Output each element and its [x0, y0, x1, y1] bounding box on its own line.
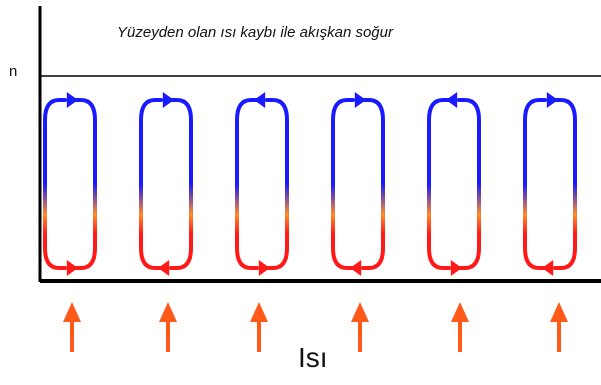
convection-cell-5-left-stream	[427, 98, 451, 270]
convection-cell-3-left-stream	[235, 98, 259, 270]
convection-cells	[43, 92, 577, 276]
heat-arrow-1	[63, 302, 81, 352]
convection-cell-1-right-stream	[73, 98, 97, 270]
convection-cell-1	[43, 92, 97, 276]
convection-cell-3-lower-arrow-icon	[258, 260, 270, 276]
convection-cell-3-upper-arrow-icon	[254, 92, 266, 108]
heat-arrows	[63, 302, 568, 352]
convection-cell-2	[139, 92, 193, 276]
convection-cell-2-lower-arrow-icon	[158, 260, 170, 276]
heat-arrow-6	[550, 302, 568, 352]
convection-cell-5-right-stream	[457, 98, 481, 270]
side-label-n: n	[9, 63, 17, 80]
convection-cell-3-right-stream	[265, 98, 289, 270]
heat-arrow-up-icon	[550, 302, 568, 322]
convection-cell-2-upper-arrow-icon	[162, 92, 174, 108]
convection-cell-6-left-stream	[523, 98, 547, 270]
convection-cell-5-lower-arrow-icon	[450, 260, 462, 276]
convection-cell-6	[523, 92, 577, 276]
heat-label: Isı	[298, 342, 328, 373]
convection-cell-5	[427, 92, 481, 276]
heat-arrow-up-icon	[250, 302, 268, 322]
top-caption: Yüzeyden olan ısı kaybı ile akışkan soğu…	[117, 24, 394, 41]
convection-cell-4	[331, 92, 385, 276]
convection-cell-6-upper-arrow-icon	[546, 92, 558, 108]
convection-cell-1-lower-arrow-icon	[66, 260, 78, 276]
convection-cell-1-upper-arrow-icon	[66, 92, 78, 108]
heat-arrow-4	[351, 302, 369, 352]
convection-cell-4-left-stream	[331, 98, 355, 270]
convection-cell-6-right-stream	[553, 98, 577, 270]
heat-arrow-up-icon	[451, 302, 469, 322]
convection-cell-1-left-stream	[43, 98, 67, 270]
convection-cell-4-upper-arrow-icon	[354, 92, 366, 108]
heat-arrow-5	[451, 302, 469, 352]
convection-cell-4-lower-arrow-icon	[350, 260, 362, 276]
convection-cell-2-left-stream	[139, 98, 163, 270]
heat-arrow-2	[159, 302, 177, 352]
convection-cell-6-lower-arrow-icon	[542, 260, 554, 276]
heat-arrow-up-icon	[351, 302, 369, 322]
heat-arrow-3	[250, 302, 268, 352]
convection-cell-5-upper-arrow-icon	[446, 92, 458, 108]
heat-arrow-up-icon	[159, 302, 177, 322]
convection-cell-4-right-stream	[361, 98, 385, 270]
heat-arrow-up-icon	[63, 302, 81, 322]
convection-cell-3	[235, 92, 289, 276]
convection-cell-2-right-stream	[169, 98, 193, 270]
